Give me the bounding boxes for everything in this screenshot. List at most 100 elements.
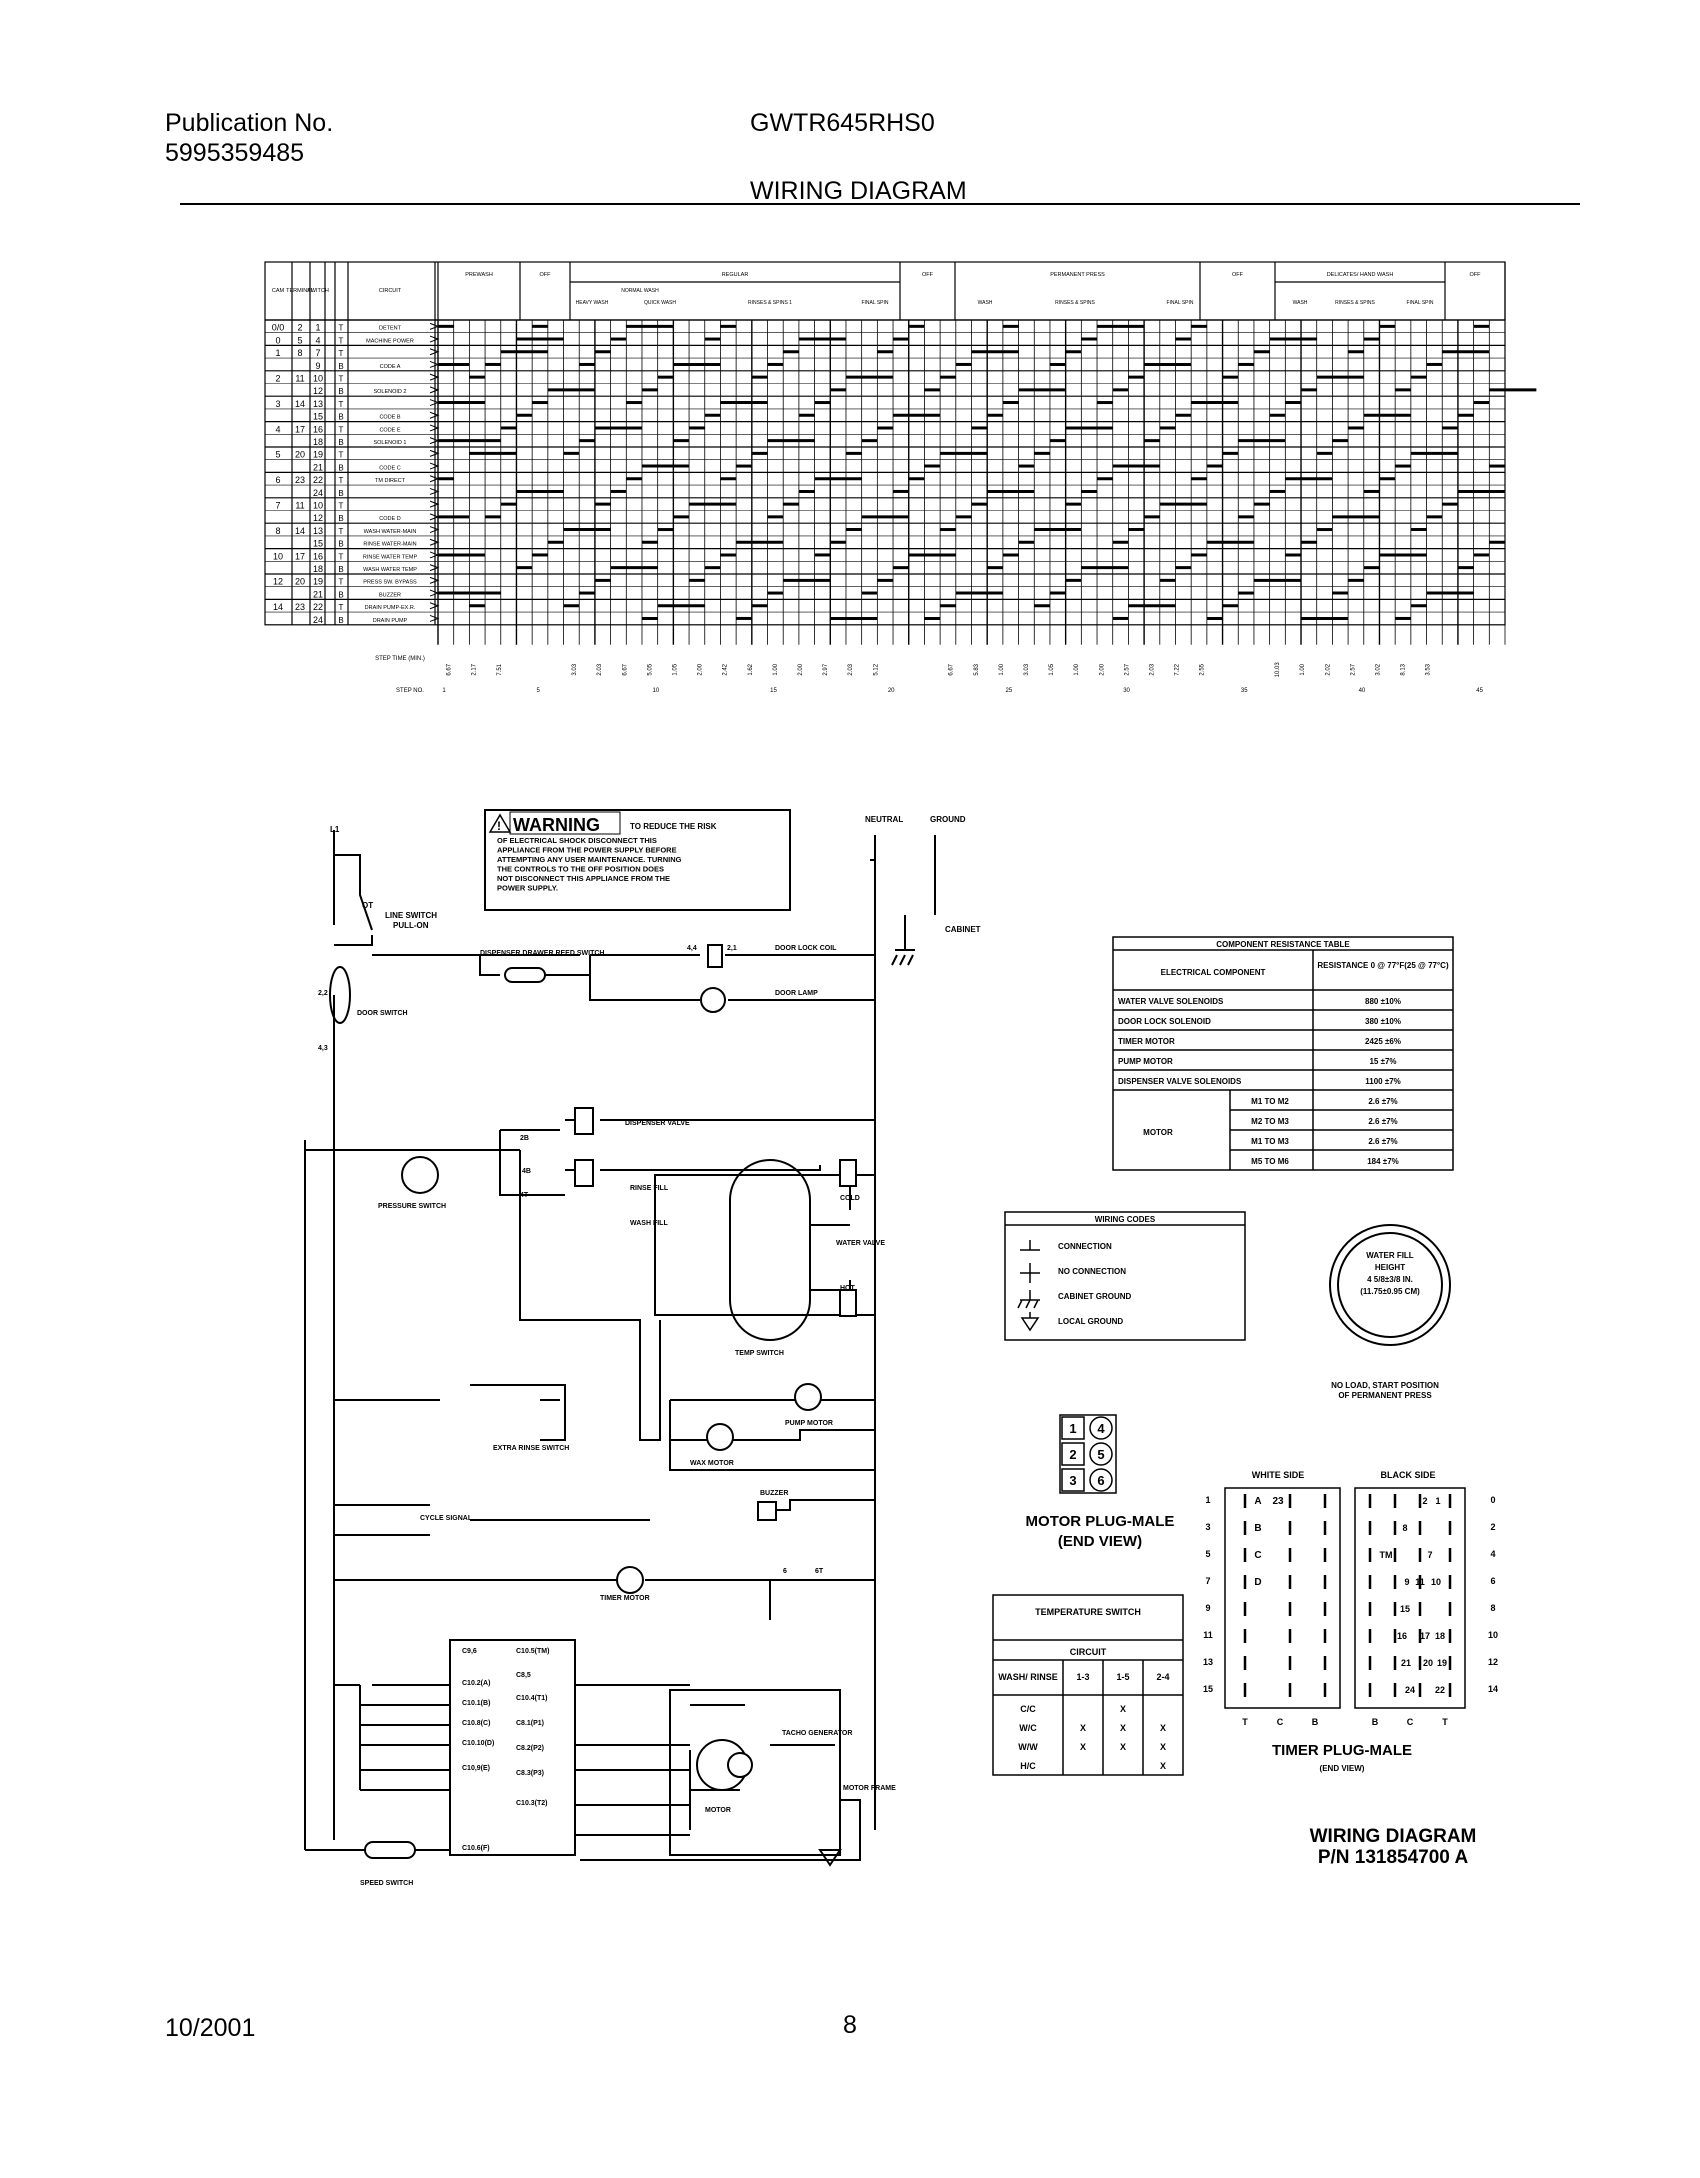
row-arrow [429,614,440,622]
dispenser-valve-label: DISPENSER VALVE [625,1120,690,1127]
step-number: 15 [770,688,777,694]
switch-label: B [338,616,343,625]
step-time: 1.05 [1049,663,1055,675]
timer-plug-row-right: 10 [1488,1630,1498,1640]
timer-plug-row-right: 6 [1490,1576,1495,1586]
black-pin-label: 20 [1423,1658,1433,1668]
publication-label: Publication No. [165,109,334,137]
dial-text: (11.75±0.95 CM) [1360,1287,1420,1296]
step-time: 3.53 [1426,663,1432,675]
component-name: DISPENSER VALVE SOLENOIDS [1118,1077,1242,1086]
cam-label: 10 [273,551,283,561]
cam-label: 0 [275,335,280,345]
terminal-label: 21 [313,589,323,599]
wiring-code-item: CONNECTION [1058,1242,1112,1251]
component-resistance: 2425 ±6% [1365,1037,1401,1046]
motor-pair: M1 TO M2 [1251,1097,1289,1106]
terminal-label: 11 [295,501,304,511]
warning-line: THE CONTROLS TO THE OFF POSITION DOES [497,865,664,874]
rinse-fill-label: RINSE FILL [630,1185,669,1192]
regular-sub: QUICK WASH [644,300,676,306]
terminal-label: 7 [315,348,320,358]
step-time: 2.57 [1124,663,1130,675]
plug-right-pin: C10.4(T1) [516,1695,548,1702]
dial-caption: OF PERMANENT PRESS [1338,1391,1432,1400]
circuit-label: CODE B [379,415,400,421]
step-time: 3.03 [1024,663,1030,675]
warning-line: APPLIANCE FROM THE POWER SUPPLY BEFORE [497,846,677,855]
step-time: 5.05 [647,663,653,675]
temp-table-cell: X [1120,1742,1126,1752]
cam-label: 4 [275,424,280,434]
door-switch-bottom: 4,3 [318,1045,328,1052]
component-resistance: 880 ±10% [1365,997,1401,1006]
dispenser-coil-icon [574,1107,594,1135]
circuit-label: CODE D [379,516,400,522]
resistance-title: COMPONENT RESISTANCE TABLE [1216,940,1350,949]
term-6: 6 [783,1568,787,1575]
step-time: 6.67 [622,663,628,675]
motor-pair: M2 TO M3 [1251,1117,1289,1126]
hot-label: HOT [840,1285,856,1292]
regular-sub: RINSES & SPINS 1 [748,300,792,306]
circuit-label: DETENT [379,326,402,332]
column-header: TERMINAL [286,288,314,294]
plug-right-pin: C8,5 [516,1672,531,1679]
timer-plug-row-left: 5 [1205,1549,1210,1559]
cam-label: 7 [275,501,280,511]
dlc-right-label: 2,1 [727,945,737,952]
row-arrow [429,602,440,610]
circuit-label: TM DIRECT [375,478,406,484]
terminal-label: 23 [295,475,305,485]
circuit-label: MACHINE POWER [366,338,414,344]
step-time: 1.00 [773,663,779,675]
step-number: 5 [536,688,540,694]
switch-label: T [339,336,344,345]
plug-right-pin: C10.5(TM) [516,1648,549,1655]
terminal-label: 10 [313,501,323,511]
cycle-header: REGULAR [722,272,749,278]
step-number: 35 [1241,688,1248,694]
temp-table-cell: X [1120,1704,1126,1714]
motor-resistance: 2.6 ±7% [1368,1137,1397,1146]
temp-table-cell: X [1160,1761,1166,1771]
terminal-label: 19 [313,450,323,460]
step-time: 1.05 [673,663,679,675]
temp-table-head: 2-4 [1156,1672,1169,1682]
timer-plug-row-left: 11 [1203,1630,1213,1640]
pressure-switch-label: PRESSURE SWITCH [378,1203,446,1210]
step-time: 10.03 [1275,662,1281,678]
white-pin-label: A [1254,1496,1261,1507]
circuit-label: SOLENOID 1 [373,440,406,446]
row-arrow [429,348,440,356]
dlc-left-label: 4,4 [687,945,697,952]
cycle-header: OFF [1232,272,1244,278]
switch-label: T [339,349,344,358]
temp-table-circuit: CIRCUIT [1070,1647,1107,1657]
white-pin-label: C [1254,1550,1261,1561]
step-number: 40 [1359,688,1366,694]
step-time: 6.67 [949,663,955,675]
step-time: 2.03 [597,663,603,675]
plug-bottom-black: B [1372,1717,1379,1727]
component-resistance: 1100 ±7% [1365,1077,1401,1086]
terminal-label: 19 [313,577,323,587]
motor-plug-pin-label: 4 [1097,1421,1105,1436]
dial-text: WATER FILL [1366,1251,1414,1260]
timer-plug-white [1224,1487,1341,1709]
switch-label: B [338,489,343,498]
plug-right-pin: C8.1(P1) [516,1720,544,1727]
step-time: 2.02 [1325,663,1331,675]
step-time: 2.00 [698,663,704,675]
switch-label: B [338,565,343,574]
black-pin-label: 17 [1420,1631,1430,1641]
step-time: 2.17 [472,663,478,675]
temp-table-cell: X [1080,1723,1086,1733]
motor-label: MOTOR [705,1807,731,1814]
row-arrow [429,424,440,432]
step-time: 2.00 [1099,663,1105,675]
terminal-label: 17 [295,551,305,561]
row-arrow [429,449,440,457]
pump-motor-icon [794,1383,822,1411]
